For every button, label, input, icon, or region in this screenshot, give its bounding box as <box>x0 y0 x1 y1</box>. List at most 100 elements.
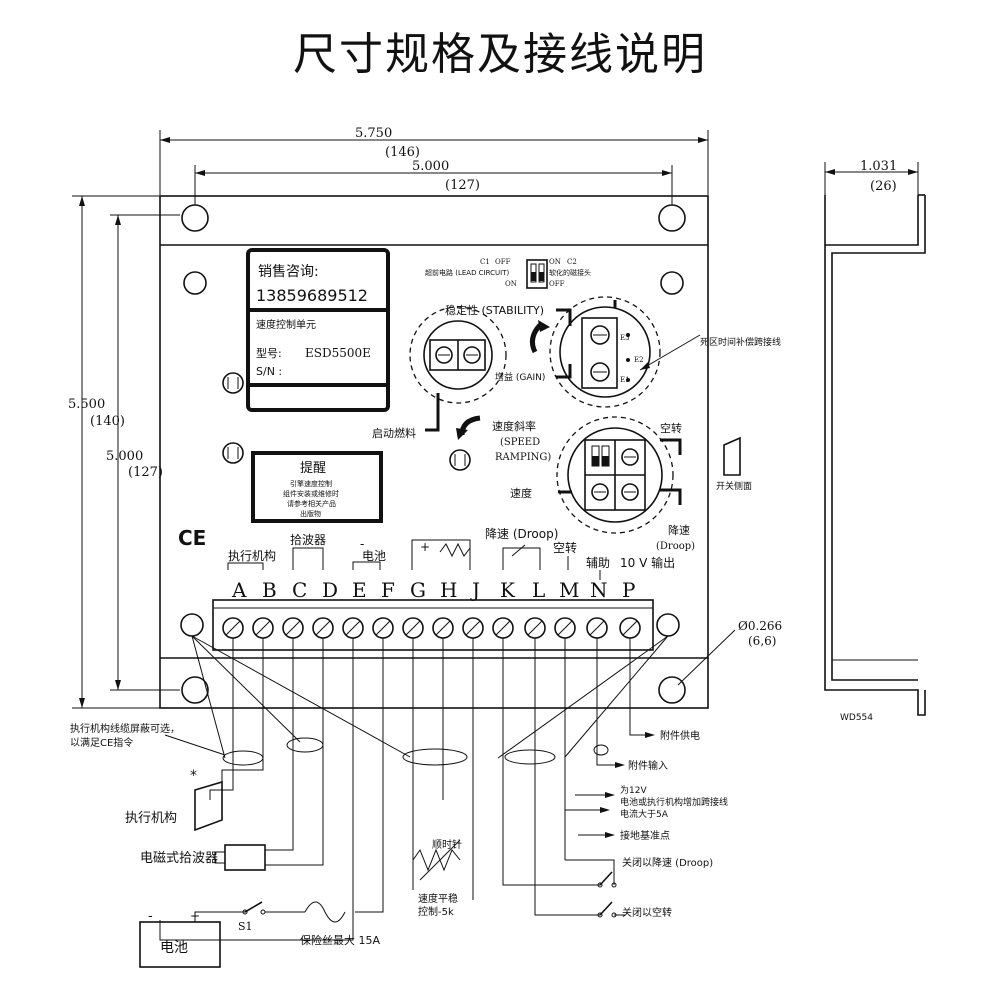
stability-label: 稳定性 (STABILITY) <box>445 303 544 317</box>
hole-dia-label: Ø0.266 <box>738 619 782 633</box>
dip-switch[interactable] <box>526 259 548 289</box>
shield-note-2: 以满足CE指令 <box>70 736 133 749</box>
board-outline <box>159 195 709 709</box>
ramp-en2: RAMPING) <box>495 452 551 463</box>
battery-plus: + <box>190 909 200 923</box>
label-sales: 销售咨询: <box>258 264 319 280</box>
stability-gain-pot[interactable] <box>529 296 661 408</box>
c2-on: ON <box>549 258 561 266</box>
terminal-letter: E <box>352 578 367 602</box>
droop-switch-symbol <box>511 544 526 557</box>
terminal-letter: D <box>322 578 338 602</box>
dead-time-label: 死区时间补偿跨接线 <box>700 336 781 348</box>
group-battery: 电池 <box>362 549 386 563</box>
terminal-letter: H <box>440 578 457 602</box>
actuator-label: 执行机构 <box>125 811 177 826</box>
e1-label: E1 <box>620 376 630 384</box>
idle-pot-label: 空转 <box>660 421 682 435</box>
clockwise-label: 顺时针 <box>432 838 462 851</box>
c1-label: C1 <box>480 258 490 266</box>
ground-label: 接地基准点 <box>620 829 670 842</box>
dim-overall-height: 5.500 <box>68 397 105 412</box>
fuse-label: 保险丝最大 15A <box>300 933 380 947</box>
trim-resistor-symbol <box>439 542 471 558</box>
droop-pot-label: 降速 <box>668 523 690 537</box>
terminal-letter: M <box>559 578 579 602</box>
droop-pot-en: (Droop) <box>656 541 695 552</box>
dim-hole-width: 5.000 <box>412 159 449 174</box>
group-droop: 降速 (Droop) <box>485 527 558 541</box>
battery-label: 电池 <box>160 940 188 956</box>
terminal-letter: J <box>470 578 480 602</box>
hole-dia-leader <box>677 629 736 686</box>
terminal-letters: A B C D E F G H J K L M N P <box>231 578 635 602</box>
shield-note-1: 执行机构线缆屏蔽可选， <box>70 722 180 735</box>
wd-label: WD554 <box>840 713 873 723</box>
dim-hole-height-mm: (127) <box>128 465 163 480</box>
trim-label-1: 速度平稳 <box>418 892 458 905</box>
switch-side-icon <box>723 436 741 476</box>
dim-overall-height-mm: (140) <box>90 414 125 429</box>
group-10v: 10 V 输出 <box>620 555 675 570</box>
hole-dia-mm: (6,6) <box>748 634 776 648</box>
label-model: ESD5500E <box>305 346 371 360</box>
acc-power-label: 附件供电 <box>660 729 700 742</box>
trim-label-2: 控制-5k <box>418 905 454 918</box>
terminal-letter: C <box>292 578 307 602</box>
gain-label: 增益 (GAIN) <box>495 371 545 383</box>
dimension-lines <box>72 130 919 709</box>
ramp-label: 速度斜率 <box>492 419 536 433</box>
speed-idle-droop-pot[interactable] <box>556 416 682 534</box>
close-idle-label: 关闭以空转 <box>622 906 672 919</box>
switch-side-label: 开关侧面 <box>716 480 752 492</box>
reminder-line1: 引擎速度控制 <box>290 479 332 488</box>
c1-off: OFF <box>495 258 511 266</box>
reminder-line3: 请参考相关产品 <box>287 499 336 508</box>
pickup-label: 电磁式拾波器 <box>140 851 218 866</box>
dead-time-leader <box>639 334 701 371</box>
group-aux: 辅助 <box>586 556 610 570</box>
close-droop-label: 关闭以降速 (Droop) <box>622 856 713 869</box>
dim-hole-width-mm: (127) <box>445 178 480 193</box>
group-idle: 空转 <box>553 540 577 555</box>
dim-side-width: 1.031 <box>860 159 897 174</box>
label-sn: S/N : <box>256 365 282 378</box>
e3-label: E3 <box>620 334 630 342</box>
jumper-note-2: 电池或执行机构增加跨接线 <box>620 796 728 808</box>
e2-label: E2 <box>634 356 644 364</box>
ce-mark: CE <box>178 526 206 550</box>
label-phone: 13859689512 <box>256 286 368 305</box>
s1-label: S1 <box>238 920 253 933</box>
terminal-strip[interactable] <box>212 599 654 651</box>
reminder-title: 提醒 <box>300 460 326 476</box>
reminder-box <box>251 451 383 523</box>
start-fuel-ramp-pot[interactable] <box>409 306 507 440</box>
star-mark: * <box>190 768 197 784</box>
group-pickup: 拾波器 <box>290 532 326 547</box>
speed-pot-label: 速度 <box>510 486 532 500</box>
c1-on: ON <box>505 280 517 288</box>
label-box <box>246 248 390 412</box>
terminal-letter: L <box>532 578 545 602</box>
reminder-line4: 出版物 <box>300 509 321 518</box>
terminal-letter: K <box>500 578 516 602</box>
dim-hole-height: 5.000 <box>106 449 143 464</box>
c2-desc: 软化的磁接头 <box>549 268 591 277</box>
start-fuel-label: 启动燃料 <box>372 426 416 440</box>
dim-overall-width-mm: (146) <box>385 145 420 160</box>
group-minus: - <box>360 537 364 551</box>
c2-label: C2 <box>567 258 577 266</box>
acc-input-label: 附件输入 <box>628 759 668 772</box>
reminder-line2: 组件安装或维修时 <box>283 489 339 498</box>
terminal-letter: B <box>262 578 277 602</box>
dim-side-width-mm: (26) <box>870 179 897 194</box>
terminal-screws[interactable] <box>222 617 641 639</box>
terminal-letter: N <box>590 578 608 602</box>
dim-overall-width: 5.750 <box>355 126 392 141</box>
group-plus: + <box>420 540 430 554</box>
terminal-group-brackets <box>227 539 601 580</box>
ramp-en1: (SPEED <box>500 437 540 448</box>
jumper-note-1: 为12V <box>620 784 647 796</box>
terminal-letter: A <box>231 578 247 602</box>
